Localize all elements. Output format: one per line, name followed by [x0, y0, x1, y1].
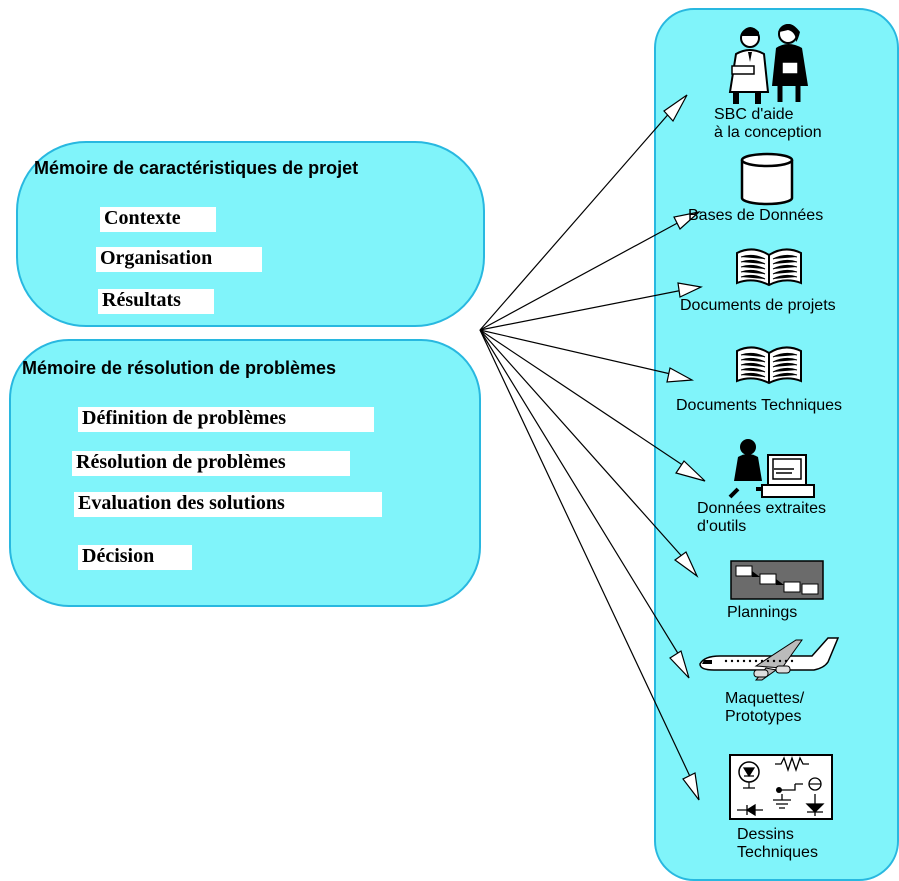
memory-item-resolution: Résolution de problèmes [72, 451, 350, 476]
people-icon [728, 24, 808, 104]
resource-label: SBC d'aide à la conception [714, 106, 822, 141]
arrowhead [682, 772, 700, 801]
arrow-to-drawings [479, 329, 695, 786]
database-icon [740, 152, 794, 206]
book-icon [736, 346, 802, 385]
circuit-icon [729, 754, 833, 820]
airplane-icon [699, 637, 840, 681]
memory-item-evaluation: Evaluation des solutions [74, 492, 382, 517]
resource-label: Documents Techniques [676, 397, 843, 414]
memory-item-definition: Définition de problèmes [78, 407, 374, 432]
resource-label: Dessins Techniques [737, 826, 818, 861]
arrow-to-technical-docs [479, 329, 676, 376]
arrow-to-plannings [479, 329, 687, 562]
memory-box-title: Mémoire de caractéristiques de projet [34, 158, 359, 178]
planning-icon [730, 560, 824, 600]
arrow-to-databases [479, 219, 684, 331]
resource-label: Documents de projets [680, 297, 836, 314]
memory-item-resultats: Résultats [98, 289, 214, 314]
computer-user-icon [728, 439, 815, 499]
memory-box-title: Mémoire de résolution de problèmes [22, 358, 337, 378]
arrow-to-project-docs [479, 289, 684, 331]
arrow-to-tool-data [479, 329, 691, 471]
arrowhead [675, 460, 706, 482]
arrowhead [673, 551, 699, 578]
arrowhead [663, 94, 688, 123]
arrow-to-sbc [479, 109, 673, 331]
memory-item-contexte: Contexte [100, 207, 216, 232]
book-icon [736, 248, 802, 287]
memory-item-decision: Décision [78, 545, 192, 570]
memory-box-project-characteristics [16, 141, 485, 327]
arrowhead [677, 282, 703, 298]
memory-item-organisation: Organisation [96, 247, 262, 272]
arrow-to-prototypes [479, 329, 683, 661]
arrowhead [666, 367, 695, 383]
resource-label: Bases de Données [688, 207, 824, 224]
arrowhead [673, 210, 702, 230]
resource-label: Plannings [727, 604, 798, 621]
arrowhead [669, 650, 690, 679]
resource-label: Données extraites d'outils [697, 500, 826, 535]
resource-label: Maquettes/ Prototypes [725, 690, 805, 725]
